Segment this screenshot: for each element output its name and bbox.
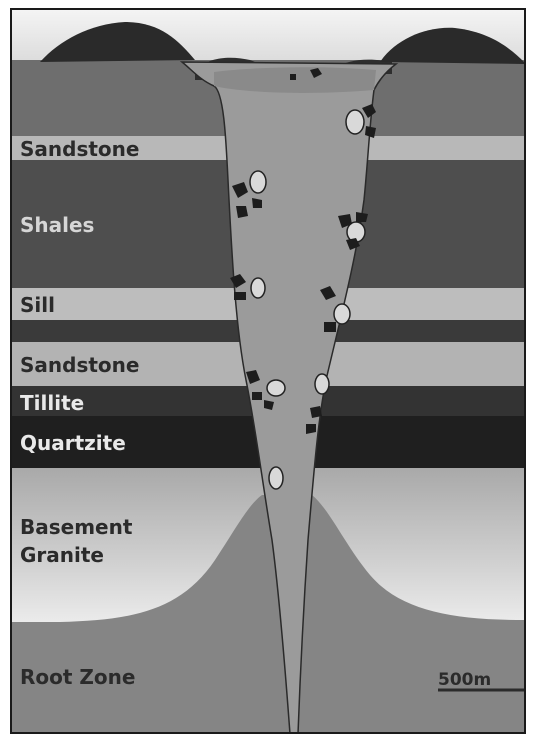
label-sandstone-upper: Sandstone [20, 137, 139, 161]
label-quartzite: Quartzite [20, 431, 126, 455]
scale-bar-label: 500m [438, 670, 491, 690]
label-root-zone: Root Zone [20, 665, 135, 689]
label-sandstone-lower: Sandstone [20, 353, 139, 377]
label-basement: Basement [20, 515, 133, 539]
crater-fill [214, 67, 376, 93]
label-sill: Sill [20, 293, 55, 317]
label-shales: Shales [20, 213, 94, 237]
label-tillite: Tillite [20, 391, 84, 415]
label-granite: Granite [20, 543, 104, 567]
